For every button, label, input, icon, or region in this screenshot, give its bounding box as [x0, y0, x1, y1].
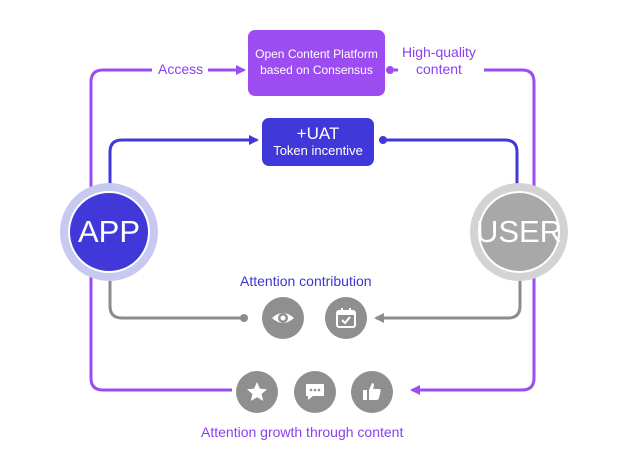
access-label: Access [158, 61, 204, 77]
platform-connector-dot [386, 66, 394, 74]
token-incentive-label: Token incentive [273, 143, 363, 159]
app-node: APP [68, 191, 150, 273]
thumbs-up-icon [351, 371, 393, 413]
access-arrow [89, 68, 152, 210]
high-quality-content-label: High-quality content [402, 44, 476, 78]
attention-contribution-label: Attention contribution [240, 273, 372, 289]
chat-bubble-icon [294, 371, 336, 413]
user-node-label: USER [475, 214, 563, 249]
app-node-label: APP [77, 214, 141, 249]
token-arrow-from-app [108, 135, 259, 190]
platform-line-2: based on Consensus [260, 63, 373, 77]
attention-growth-label: Attention growth through content [201, 424, 404, 440]
user-node: USER [475, 191, 563, 273]
token-incentive-box: +UAT Token incentive [262, 118, 374, 166]
growth-return-line [89, 270, 232, 392]
platform-line-1: Open Content Platform [255, 47, 378, 62]
quality-line-2: content [416, 60, 462, 77]
quality-line-1: High-quality [402, 44, 476, 60]
star-icon [236, 371, 278, 413]
uat-label: +UAT [296, 123, 340, 143]
contribution-arrow-from-user [374, 278, 522, 323]
calendar-check-icon [325, 297, 367, 339]
eye-icon [262, 297, 304, 339]
contribution-line-to-app [108, 278, 244, 320]
open-content-platform-box: Open Content Platform based on Consensus [248, 30, 385, 96]
token-line-to-user [383, 138, 519, 190]
